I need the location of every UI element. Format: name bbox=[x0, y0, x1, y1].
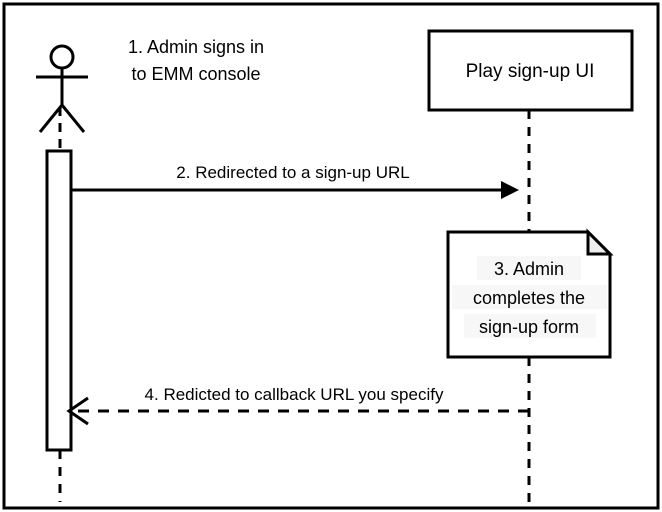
step-1-annotation: 1. Admin signs in to EMM console bbox=[128, 37, 264, 84]
play-signup-ui-box[interactable] bbox=[427, 29, 634, 112]
message-2-group[interactable]: 2. Redirected to a sign-up URL bbox=[70, 163, 519, 199]
message-4-label: 4. Redicted to callback URL you specify bbox=[145, 385, 444, 404]
note-fold-icon bbox=[586, 228, 614, 256]
note-line-3: sign-up form bbox=[479, 317, 579, 337]
note-text-highlight-1 bbox=[477, 256, 581, 280]
note-text-highlight-3 bbox=[464, 314, 596, 338]
admin-activation-bar bbox=[45, 149, 73, 452]
actor-head-icon bbox=[49, 44, 75, 70]
message-4-group[interactable]: 4. Redicted to callback URL you specify bbox=[66, 385, 529, 426]
message-2-arrowhead-icon bbox=[501, 181, 519, 199]
note-line-1: 3. Admin bbox=[494, 259, 564, 279]
step-1-line-2: to EMM console bbox=[131, 64, 260, 84]
admin-actor bbox=[36, 44, 88, 133]
step-1-line-1: 1. Admin signs in bbox=[128, 37, 264, 57]
actor-right-leg-line bbox=[60, 104, 86, 133]
actor-left-leg-line bbox=[38, 104, 64, 133]
note-text-highlight-2 bbox=[452, 285, 607, 309]
message-2-label: 2. Redirected to a sign-up URL bbox=[176, 163, 409, 182]
message-4-arrowhead-icon bbox=[66, 396, 89, 426]
note-line-2: completes the bbox=[473, 288, 585, 308]
play-signup-ui-label: Play sign-up UI bbox=[466, 61, 595, 82]
admin-completes-note[interactable]: 3. Admin completes the sign-up form bbox=[446, 228, 614, 359]
